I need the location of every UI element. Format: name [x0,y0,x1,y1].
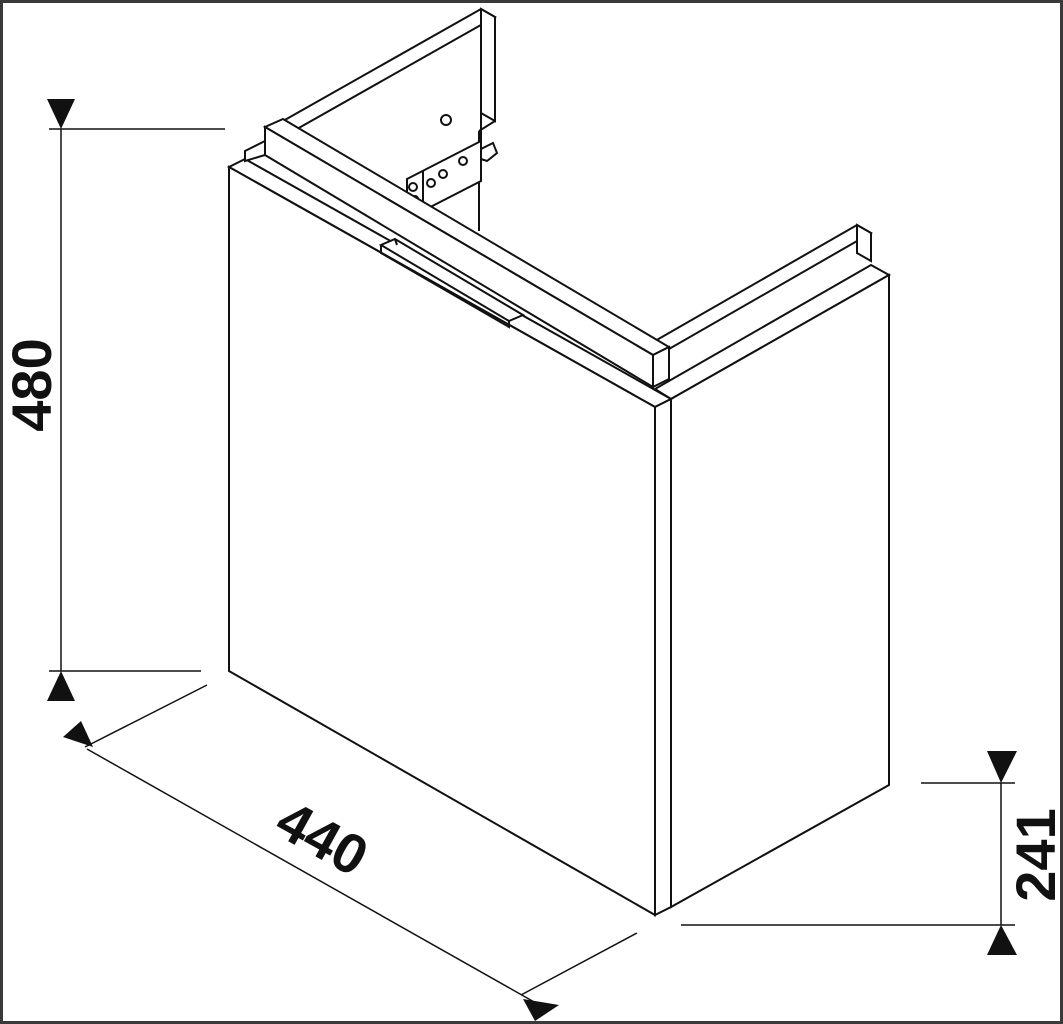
dimension-width-label: 440 [266,788,378,888]
width-dimension [63,684,638,1021]
mount-hole-icon [440,114,452,126]
dimension-height-label: 480 [3,338,63,431]
arrow-down-icon [47,99,75,129]
door-handle [378,237,526,329]
arrow-up-icon [987,925,1017,955]
arrow-down-icon [987,751,1017,783]
cabinet-drawing: 480 440 241 [3,7,1063,1021]
arrow-right-icon [523,999,559,1021]
arrow-left-icon [63,721,93,747]
right-side-panel [653,263,892,909]
lower-height-dimension [681,751,1017,955]
arrow-up-icon [47,671,75,701]
height-dimension [47,99,225,701]
dimension-lower-height-label: 241 [1004,808,1063,901]
